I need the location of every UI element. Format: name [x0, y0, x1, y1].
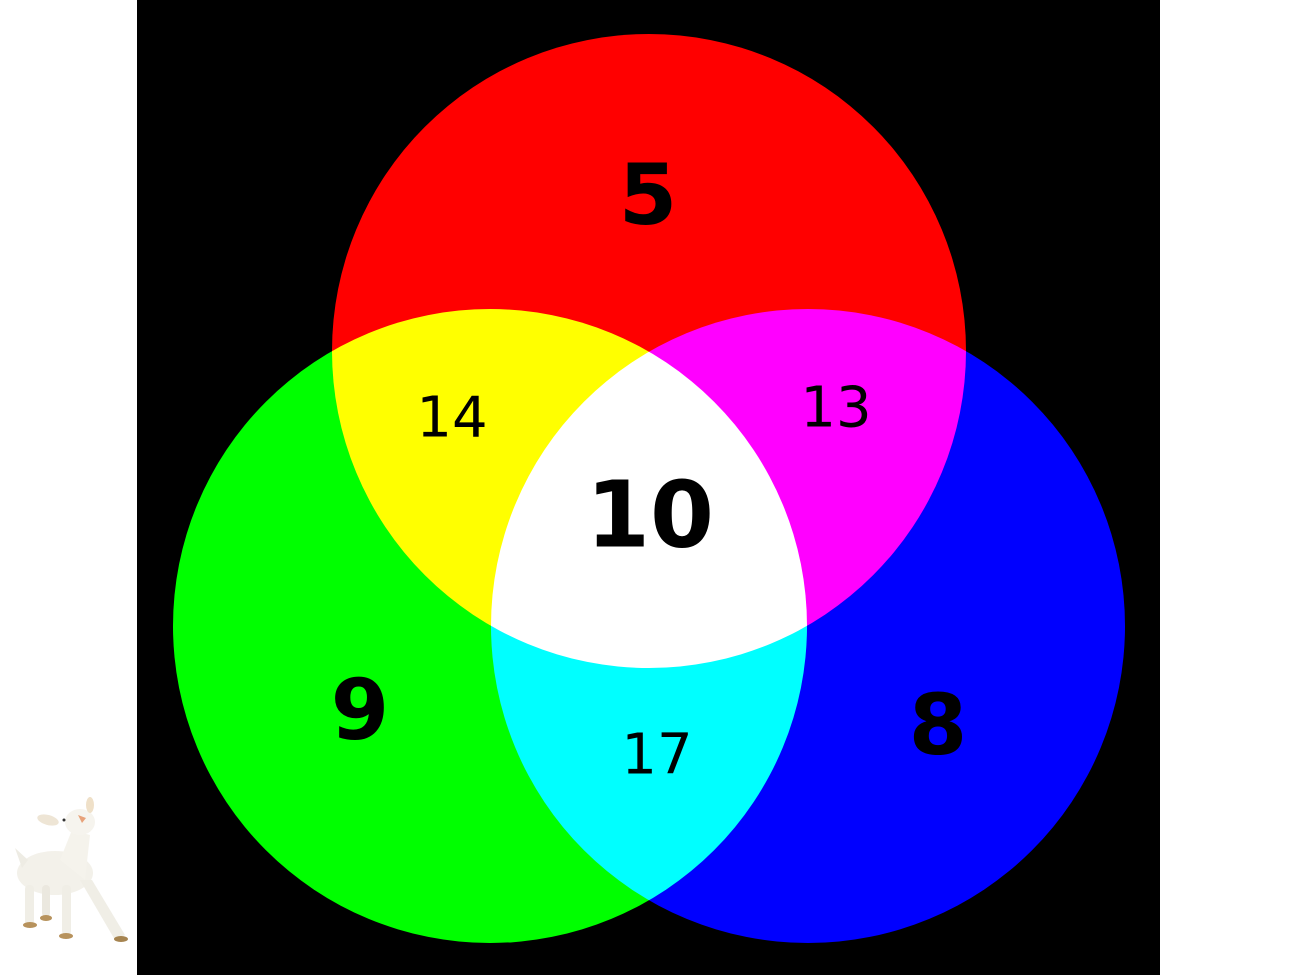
label-green-blue: 17	[621, 723, 692, 788]
label-red-only: 5	[619, 146, 677, 244]
label-all-three: 10	[586, 462, 714, 569]
label-green-only: 9	[331, 661, 389, 759]
label-red-blue: 13	[800, 376, 871, 441]
label-blue-only: 8	[909, 676, 967, 774]
blue-circle	[491, 309, 1125, 943]
label-red-green: 14	[416, 386, 487, 451]
goat-image	[15, 797, 128, 942]
